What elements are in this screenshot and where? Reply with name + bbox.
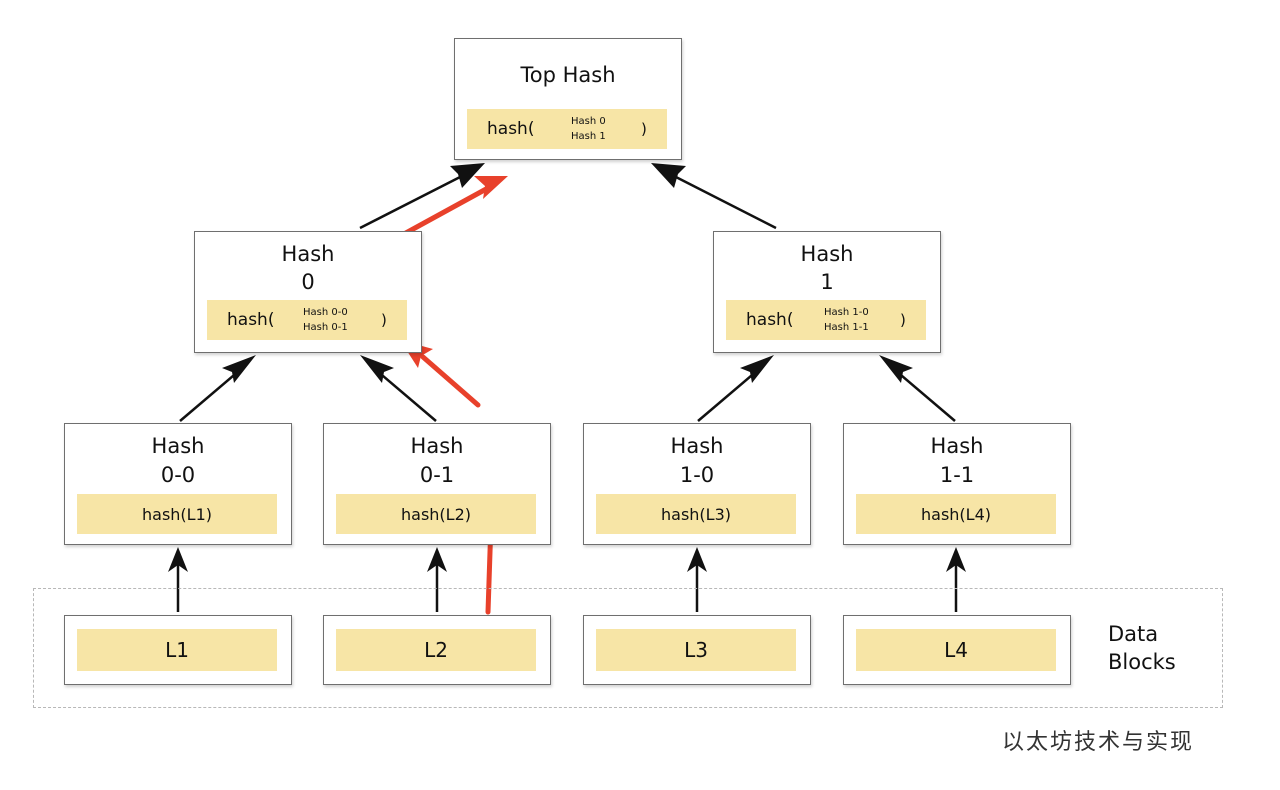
arrow-hash-0-0-to-hash-0-head <box>222 355 256 383</box>
hash-0-1-value: hash(L2) <box>336 494 536 534</box>
hash-1-args: Hash 1-0 Hash 1-1 <box>824 305 869 335</box>
hash-0-args: Hash 0-0 Hash 0-1 <box>303 305 348 335</box>
hash-0-1-title-line1: Hash <box>410 434 464 458</box>
leaf-l4-node: L4 <box>843 615 1071 685</box>
hash-1-arg-0: Hash 1-0 <box>824 307 869 318</box>
arrow-hash-1-1-to-hash-1 <box>894 369 956 422</box>
leaf-l3-node: L3 <box>583 615 811 685</box>
arrow-l4-to-hash-1-1-head <box>946 547 966 572</box>
arrow-hash-0-1-to-hash-0-head <box>360 355 394 383</box>
top-hash-arg-1: Hash 1 <box>571 131 606 142</box>
watermark-text: 以太坊技术与实现 <box>1002 730 1195 755</box>
hash-0-title-line2: 0 <box>301 270 315 294</box>
arrow-hash-0-0-to-hash-0 <box>179 369 241 422</box>
top-hash-formula: hash( Hash 0 Hash 1 ) <box>467 109 667 149</box>
arrow-hash-0-to-top-hash-head <box>450 163 485 188</box>
red-arrow-hash-0-1-to-hash-0 <box>420 354 481 408</box>
hash-0-formula: hash( Hash 0-0 Hash 0-1 ) <box>207 300 407 340</box>
arrow-hash-0-to-top-hash <box>359 173 465 230</box>
hash-1-0-value: hash(L3) <box>596 494 796 534</box>
hash-1-close: ) <box>900 311 906 329</box>
leaf-l2-label: L2 <box>336 629 536 671</box>
arrow-hash-1-to-top-hash-head <box>651 163 686 188</box>
leaf-l4-label: L4 <box>856 629 1056 671</box>
hash-1-formula: hash( Hash 1-0 Hash 1-1 ) <box>726 300 926 340</box>
arrow-l1-to-hash-0-0-head <box>168 547 188 572</box>
hash-0-0-title-line2: 0-0 <box>160 463 196 487</box>
hash-0-1-node: Hash 0-1 hash(L2) <box>323 423 551 545</box>
hash-1-1-title-line2: 1-1 <box>939 463 975 487</box>
red-arrow-hash-0-to-top-hash-head <box>474 176 508 199</box>
hash-0-node: Hash 0 hash( Hash 0-0 Hash 0-1 ) <box>194 231 422 353</box>
leaf-l1-node: L1 <box>64 615 292 685</box>
hash-1-fn: hash( <box>746 310 794 330</box>
arrow-l2-to-hash-0-1-head <box>427 547 447 572</box>
top-hash-fn: hash( <box>487 119 535 139</box>
hash-1-1-node: Hash 1-1 hash(L4) <box>843 423 1071 545</box>
hash-1-0-title-line1: Hash <box>670 434 724 458</box>
red-arrow-hash-0-to-top-hash <box>401 185 491 237</box>
hash-0-close: ) <box>381 311 387 329</box>
top-hash-arg-0: Hash 0 <box>571 116 606 127</box>
hash-0-arg-0: Hash 0-0 <box>303 307 348 318</box>
arrow-hash-0-1-to-hash-0 <box>375 369 437 422</box>
arrow-hash-1-0-to-hash-1-head <box>740 355 774 383</box>
hash-0-arg-1: Hash 0-1 <box>303 322 348 333</box>
hash-0-0-node: Hash 0-0 hash(L1) <box>64 423 292 545</box>
arrow-hash-1-0-to-hash-1 <box>697 369 759 422</box>
hash-1-1-value: hash(L4) <box>856 494 1056 534</box>
leaf-l2-node: L2 <box>323 615 551 685</box>
hash-0-fn: hash( <box>227 310 275 330</box>
hash-1-0-node: Hash 1-0 hash(L3) <box>583 423 811 545</box>
data-blocks-label-line2: Blocks <box>1108 650 1176 674</box>
data-blocks-region <box>33 588 1223 708</box>
arrow-l3-to-hash-1-0-head <box>687 547 707 572</box>
arrow-hash-1-to-top-hash <box>671 173 777 230</box>
top-hash-title: Top Hash <box>520 63 616 87</box>
hash-1-arg-1: Hash 1-1 <box>824 322 869 333</box>
leaf-l3-label: L3 <box>596 629 796 671</box>
hash-1-0-title-line2: 1-0 <box>679 463 715 487</box>
data-blocks-label-line1: Data <box>1108 622 1159 646</box>
hash-0-title-line1: Hash <box>281 242 335 266</box>
data-blocks-label: Data Blocks <box>1108 620 1176 676</box>
arrow-hash-1-1-to-hash-1-head <box>879 355 913 383</box>
hash-1-title-line1: Hash <box>800 242 854 266</box>
leaf-l1-label: L1 <box>77 629 277 671</box>
top-hash-close: ) <box>641 120 647 138</box>
hash-0-0-title-line1: Hash <box>151 434 205 458</box>
hash-0-0-value: hash(L1) <box>77 494 277 534</box>
hash-1-1-title-line1: Hash <box>930 434 984 458</box>
top-hash-args: Hash 0 Hash 1 <box>571 114 606 144</box>
hash-1-node: Hash 1 hash( Hash 1-0 Hash 1-1 ) <box>713 231 941 353</box>
top-hash-node: Top Hash hash( Hash 0 Hash 1 ) <box>454 38 682 160</box>
hash-0-1-title-line2: 0-1 <box>419 463 455 487</box>
hash-1-title-line2: 1 <box>820 270 834 294</box>
